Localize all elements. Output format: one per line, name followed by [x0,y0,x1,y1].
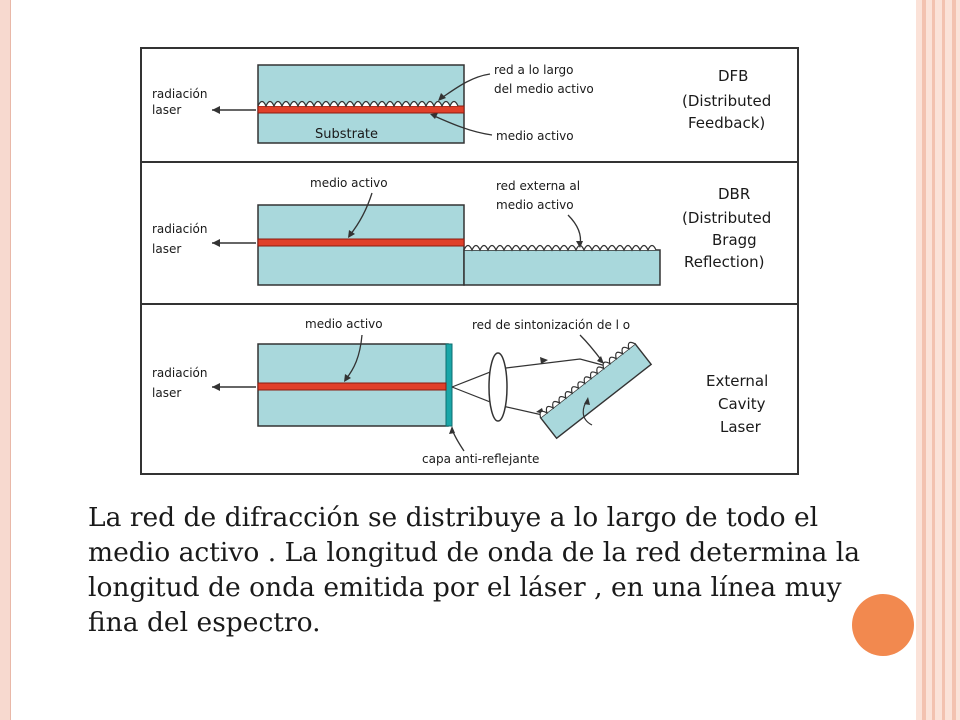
dfb-annotation-grating-2: del medio activo [494,82,594,96]
slide-frame-right [916,0,960,720]
dfb-output-arrow [212,106,220,114]
ecl-type-label-3: Laser [720,418,762,436]
laser-types-diagram: radiación laser Substrate red a lo largo… [140,47,799,475]
ecl-output-arrow [212,383,220,391]
dbr-grating [463,244,657,252]
ecl-active-medium [257,382,447,391]
dfb-type-label-1: DFB [718,67,748,85]
decorative-circle [852,594,914,656]
dbr-output-arrow [212,239,220,247]
ecl-ar-coating [445,343,453,427]
dbr-output-label-1: radiación [152,222,207,236]
ecl-lens [488,352,508,422]
dbr-active-medium [257,238,465,247]
ecl-type-label-2: Cavity [718,395,766,413]
ecl-annotation-active: medio activo [305,317,383,331]
ecl-annotation-ar-coating: capa anti-reflejante [422,452,539,466]
dbr-grating-body [463,249,661,286]
dbr-type-label-1: DBR [718,185,750,203]
dbr-type-label-2: (Distributed [682,209,771,227]
slide-frame-left [0,0,11,720]
dbr-annotation-external-2: medio activo [496,198,574,212]
ecl-output-label-2: laser [152,386,181,400]
external-cavity-section: radiación laser medio activo red de sint… [152,317,768,466]
dbr-annotation-active: medio activo [310,176,388,190]
dfb-output-label-1: radiación [152,87,207,101]
dfb-section: radiación laser Substrate red a lo largo… [152,63,771,144]
dfb-substrate-label: Substrate [315,127,378,142]
ecl-tunable-grating [539,341,653,440]
ecl-annotation-grating: red de sintonización de l o [472,318,630,332]
dbr-annotation-external-1: red externa al [496,179,580,193]
dbr-output-label-2: laser [152,242,181,256]
ecl-output-label-1: radiación [152,366,207,380]
dfb-type-label-2: (Distributed [682,92,771,110]
dbr-section: radiación laser medio activo red externa… [152,176,771,286]
dfb-annotation-active: medio activo [496,129,574,143]
dfb-output-label-2: laser [152,103,181,117]
dfb-active-medium [257,105,465,114]
ecl-type-label-1: External [706,372,768,390]
dbr-type-label-4: Reflection) [684,253,765,271]
dbr-type-label-3: Bragg [712,231,757,249]
slide-caption: La red de difracción se distribuye a lo … [88,502,861,638]
dfb-grating [257,100,459,108]
dfb-annotation-grating-1: red a lo largo [494,63,574,77]
dfb-type-label-3: Feedback) [688,114,765,132]
